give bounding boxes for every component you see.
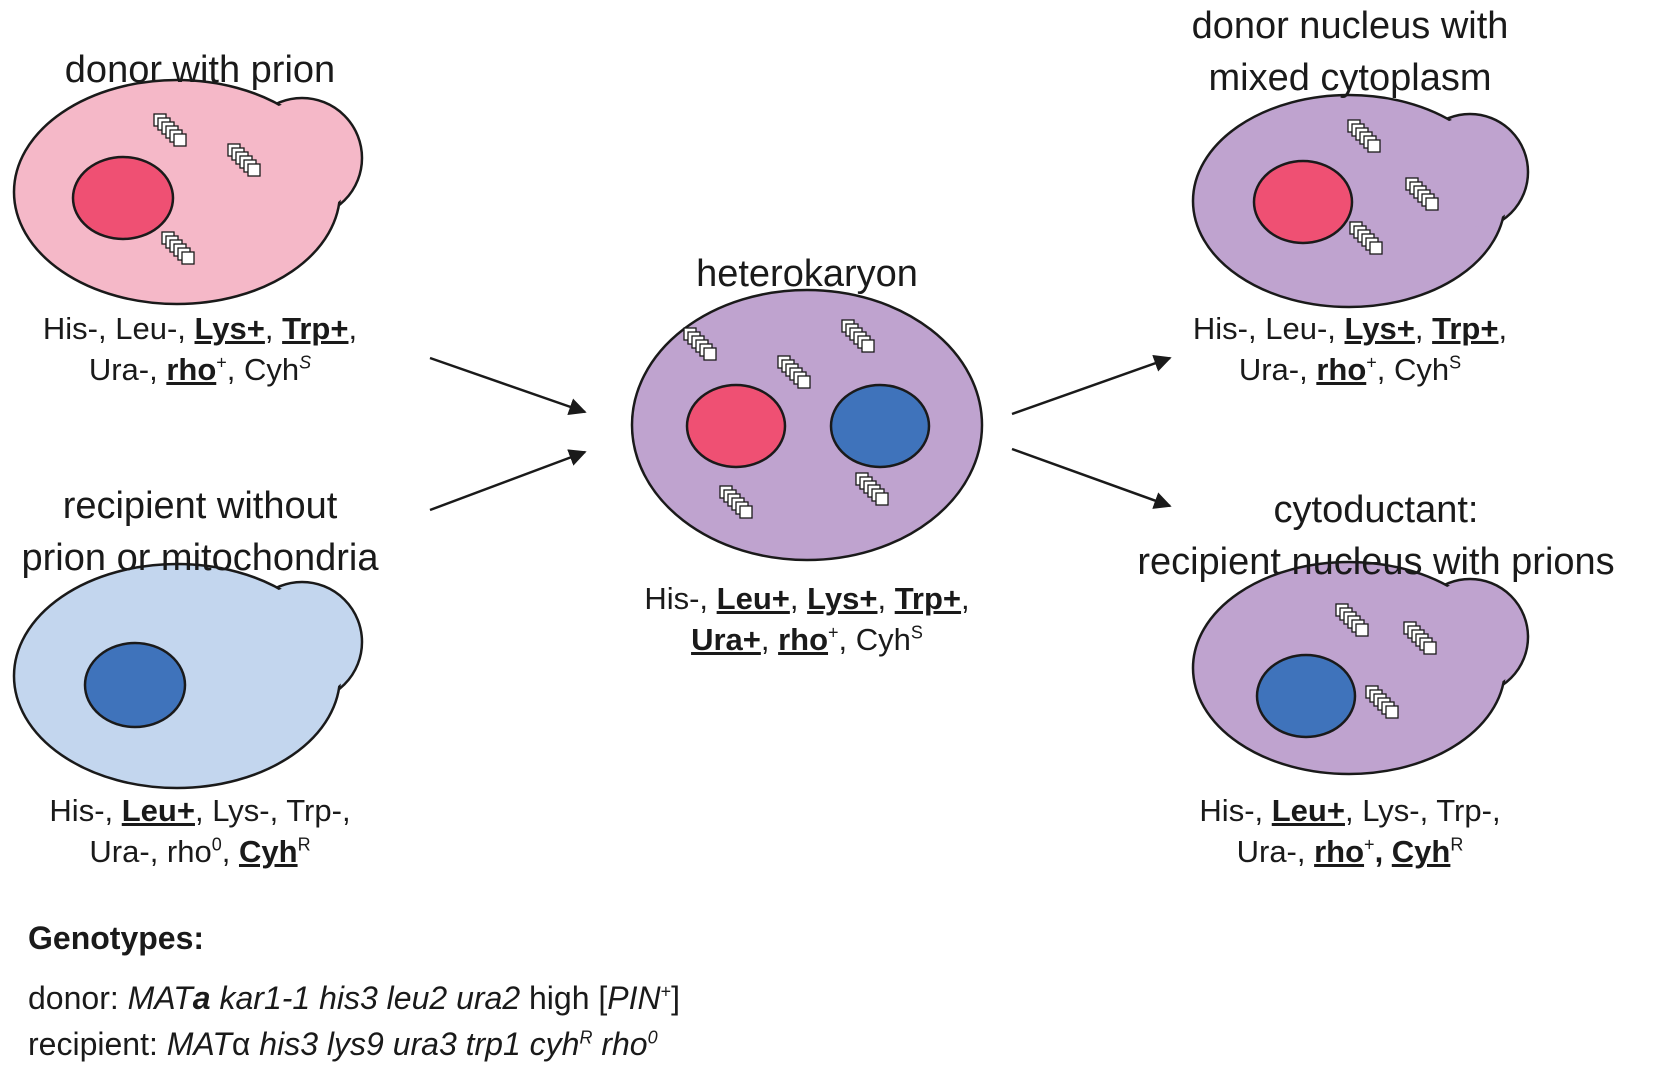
cytoductant-cell xyxy=(1191,560,1530,776)
donor-mixed-title: donor nucleus with mixed cytoplasm xyxy=(1150,0,1550,104)
cytoductant-title-line1: cytoductant: xyxy=(1273,489,1479,531)
arrow-icon xyxy=(429,356,587,416)
heterokaryon-phenotype: His-, Leu+, Lys+, Trp+, Ura+, rho+, CyhS xyxy=(607,578,1007,660)
heterokaryon-phenotype-line1: His-, Leu+, Lys+, Trp+, xyxy=(644,581,970,616)
heterokaryon-cell xyxy=(630,288,984,562)
cytoductant-phenotype-line1: His-, Leu+, Lys-, Trp-, xyxy=(1199,793,1501,828)
donor-mixed-title-line1: donor nucleus with xyxy=(1191,5,1509,47)
heterokaryon-donor-nucleus xyxy=(685,383,787,469)
legend-donor-genotype: donor: MATa kar1-1 his3 leu2 ura2 high [… xyxy=(28,980,681,1016)
recipient-title: recipient without prion or mitochondria xyxy=(0,480,400,584)
arrow-icon xyxy=(429,449,587,512)
donor-mixed-phenotype-line1: His-, Leu-, Lys+, Trp+, xyxy=(1192,311,1508,346)
recipient-cell xyxy=(12,562,364,790)
donor-phenotype-line2: Ura-, rho+, CyhS xyxy=(88,352,312,387)
heterokaryon-title: heterokaryon xyxy=(696,253,918,295)
legend-title: Genotypes: xyxy=(28,920,205,956)
donor-title: donor with prion xyxy=(64,49,336,91)
cytoductant-phenotype-line2: Ura-, rho+, CyhR xyxy=(1236,834,1464,869)
donor-mixed-title-line2: mixed cytoplasm xyxy=(1208,57,1492,99)
recipient-nucleus xyxy=(83,641,187,729)
donor-cell xyxy=(12,78,364,306)
donor-mixed-phenotype: His-, Leu-, Lys+, Trp+, Ura-, rho+, CyhS xyxy=(1150,308,1550,390)
heterokaryon-phenotype-line2: Ura+, rho+, CyhS xyxy=(691,622,923,657)
donor-mixed-nucleus xyxy=(1252,159,1354,245)
cytoductant-title: cytoductant: recipient nucleus with prio… xyxy=(1098,484,1654,588)
donor-phenotype: His-, Leu-, Lys+, Trp+, Ura-, rho+, CyhS xyxy=(0,308,400,390)
cytoductant-nucleus xyxy=(1255,653,1357,739)
recipient-phenotype-line1: His-, Leu+, Lys-, Trp-, xyxy=(49,793,351,828)
cytoductant-phenotype: His-, Leu+, Lys-, Trp-, Ura-, rho+, CyhR xyxy=(1150,790,1550,872)
donor-nucleus xyxy=(71,155,175,241)
cytoductant-title-line2: recipient nucleus with prions xyxy=(1137,541,1615,583)
donor-mixed-phenotype-line2: Ura-, rho+, CyhS xyxy=(1238,352,1462,387)
donor-phenotype-line1: His-, Leu-, Lys+, Trp+, xyxy=(42,311,358,346)
recipient-phenotype: His-, Leu+, Lys-, Trp-, Ura-, rho0, CyhR xyxy=(0,790,400,872)
donor-mixed-cell xyxy=(1191,93,1530,309)
arrow-icon xyxy=(1011,355,1172,416)
heterokaryon-recipient-nucleus xyxy=(829,383,931,469)
legend-recipient-genotype: recipient: MATα his3 lys9 ura3 trp1 cyhR… xyxy=(28,1026,658,1062)
recipient-phenotype-line2: Ura-, rho0, CyhR xyxy=(89,834,311,869)
recipient-title-line2: prion or mitochondria xyxy=(21,537,379,579)
recipient-title-line1: recipient without xyxy=(62,485,338,527)
arrow-icon xyxy=(1011,447,1172,509)
